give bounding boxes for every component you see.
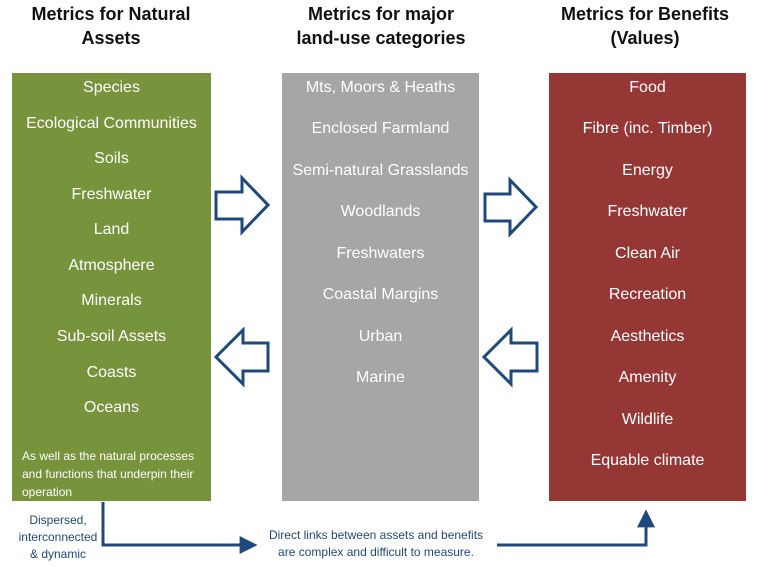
right-arrow-icon: [214, 174, 271, 236]
assets-to-links-connector: [101, 502, 258, 554]
natural-asset-item: Minerals: [81, 292, 142, 309]
land-use-box: Mts, Moors & Heaths Enclosed Farmland Se…: [282, 73, 479, 501]
benefits-heading-line-2: (Values): [610, 28, 680, 48]
land-use-item: Urban: [358, 328, 403, 345]
benefits-heading-line-1: Metrics for Benefits: [560, 4, 730, 24]
land-use-item: Semi-natural Grasslands: [292, 162, 469, 179]
natural-asset-item: Sub-soil Assets: [56, 328, 167, 345]
natural-asset-item: Soils: [94, 150, 129, 167]
direct-links-caption: Direct links between assets and benefits…: [256, 527, 496, 561]
dispersed-caption: Dispersed, interconnected & dynamic: [10, 512, 106, 563]
left-arrow-icon: [213, 326, 270, 388]
benefit-item: Amenity: [618, 369, 677, 386]
natural-assets-heading-line-1: Metrics for Natural: [31, 4, 191, 24]
natural-processes-note: As well as the natural processes and fun…: [22, 449, 195, 499]
land-use-item: Woodlands: [340, 203, 421, 220]
land-use-item: Enclosed Farmland: [311, 120, 450, 137]
direct-links-caption-line-1: Direct links between assets and benefits: [268, 528, 484, 542]
benefit-item: Recreation: [608, 286, 687, 303]
dispersed-caption-line-3: & dynamic: [29, 547, 87, 561]
benefit-item: Freshwater: [607, 203, 688, 220]
direct-links-caption-line-2: are complex and difficult to measure.: [278, 545, 474, 559]
benefit-item: Food: [629, 79, 666, 96]
natural-asset-item: Oceans: [83, 399, 140, 416]
natural-asset-item: Freshwater: [71, 186, 152, 203]
links-to-benefits-connector: [497, 509, 655, 547]
benefit-item: Equable climate: [590, 452, 705, 469]
dispersed-caption-line-2: interconnected: [18, 530, 98, 544]
land-use-item: Coastal Margins: [322, 286, 439, 303]
land-use-item: Freshwaters: [336, 245, 425, 262]
natural-asset-item: Atmosphere: [68, 257, 155, 274]
right-arrow-icon: [483, 176, 539, 238]
natural-asset-item: Species: [83, 79, 140, 96]
benefit-item: Wildlife: [621, 411, 674, 428]
dispersed-caption-line-1: Dispersed,: [29, 513, 87, 527]
benefit-item: Aesthetics: [610, 328, 685, 345]
land-use-heading-line-2: land-use categories: [296, 28, 466, 48]
natural-asset-item: Coasts: [86, 364, 137, 381]
land-use-item: Mts, Moors & Heaths: [305, 79, 456, 96]
land-use-item: Marine: [356, 369, 405, 386]
benefit-item: Clean Air: [615, 245, 680, 262]
natural-asset-item: Ecological Communities: [26, 115, 197, 132]
benefits-heading: Metrics for Benefits (Values): [530, 2, 760, 50]
benefits-box: Food Fibre (inc. Timber) Energy Freshwat…: [549, 73, 746, 501]
land-use-heading-line-1: Metrics for major: [307, 4, 455, 24]
natural-assets-box: Species Ecological Communities Soils Fre…: [12, 73, 211, 501]
natural-asset-item: Land: [93, 221, 130, 238]
benefit-item: Energy: [622, 162, 673, 179]
natural-assets-heading: Metrics for Natural Assets: [0, 2, 222, 50]
benefit-item: Fibre (inc. Timber): [582, 120, 713, 137]
left-arrow-icon: [481, 326, 539, 388]
land-use-heading: Metrics for major land-use categories: [262, 2, 500, 50]
natural-assets-heading-line-2: Assets: [81, 28, 141, 48]
